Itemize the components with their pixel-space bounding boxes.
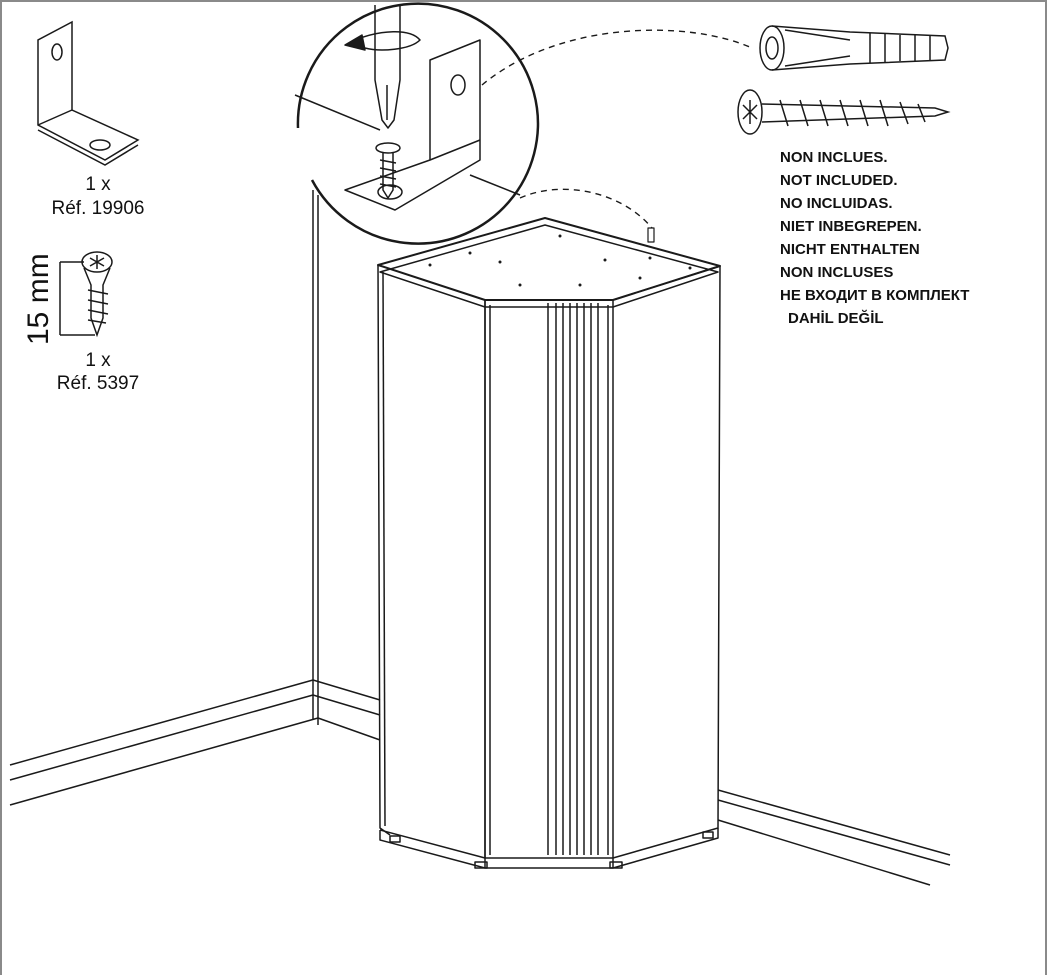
notice-line-ru: НЕ ВХОДИТ В КОМПЛЕКТ — [780, 287, 970, 304]
notice-line-en: NOT INCLUDED. — [780, 172, 898, 189]
notice-line-nl: NIET INBEGREPEN. — [780, 218, 922, 235]
room-walls — [9, 190, 951, 886]
notice-line-fr: NON INCLUES. — [780, 149, 888, 166]
notice-line-es: NO INCLUIDAS. — [780, 195, 893, 212]
part-quantity: 1 x — [85, 350, 111, 371]
notice-line-tr: DAHİL DEĞİL — [788, 310, 884, 327]
screw-length-label: 15 mm — [22, 253, 55, 345]
part-reference: Réf. 5397 — [56, 373, 140, 394]
notice-line-it: NON INCLUSES — [780, 264, 894, 281]
l-bracket-icon — [37, 20, 140, 166]
not-included-notice: NON INCLUES. NOT INCLUDED. NO INCLUIDAS.… — [780, 146, 969, 330]
detail-magnifier — [294, 2, 540, 245]
wood-screw-icon — [59, 251, 113, 338]
part-reference: Réf. 19906 — [51, 198, 145, 219]
wall-plug-icon — [759, 25, 949, 71]
part-quantity: 1 x — [85, 174, 111, 195]
leader-lines — [481, 29, 753, 229]
long-screw-icon — [737, 89, 951, 135]
notice-line-de: NICHT ENTHALTEN — [780, 241, 920, 258]
corner-cabinet — [377, 217, 721, 869]
